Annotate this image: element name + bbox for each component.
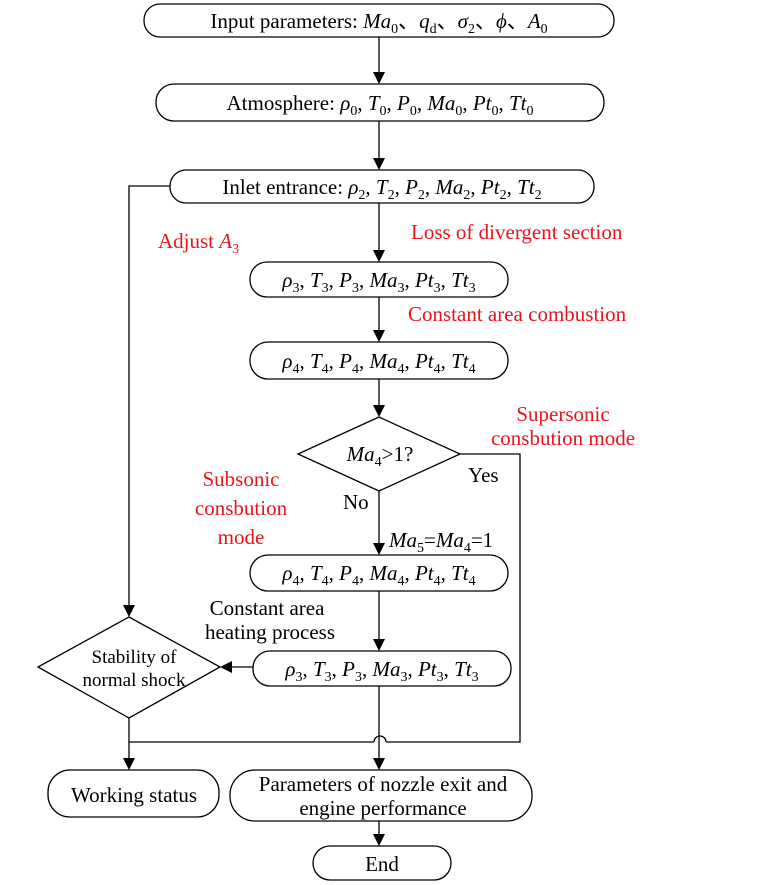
nozzle-text-line2: engine performance bbox=[299, 796, 466, 820]
stability-diamond bbox=[36, 616, 222, 719]
station3-text-lower: ρ3​, T3​, P3​, Ma3​, Pt3​, Tt3​ bbox=[284, 657, 478, 685]
connectors bbox=[123, 37, 521, 846]
ma5-equation-label: Ma5​=Ma4​=1 bbox=[388, 528, 493, 556]
station4-text-lower: ρ4​, T4​, P4​, Ma4​, Pt4​, Tt4​ bbox=[281, 561, 475, 589]
nozzle-box bbox=[229, 769, 533, 822]
stability-text-line2: normal shock bbox=[83, 670, 186, 691]
working-status-box bbox=[47, 769, 220, 818]
subsonic-label-line2: consbution bbox=[195, 496, 288, 520]
subsonic-label-line3: mode bbox=[218, 525, 265, 549]
inlet-entrance-text: Inlet entrance: ρ2​, T2​, P2​, Ma2​, Pt2… bbox=[222, 175, 541, 203]
supersonic-label-line1: Supersonic bbox=[516, 402, 609, 426]
mach-decision-text: Ma4​>1? bbox=[346, 442, 414, 470]
no-label: No bbox=[343, 490, 369, 514]
nozzle-text-line1: Parameters of nozzle exit and bbox=[259, 772, 508, 796]
edge-inlet-adjust-loop bbox=[128, 185, 170, 608]
atmosphere-text: Atmosphere: ρ0​, T0​, P0​, Ma0​, Pt0​, T… bbox=[226, 91, 533, 119]
loss-divergent-label: Loss of divergent section bbox=[411, 220, 623, 244]
yes-label: Yes bbox=[468, 463, 499, 487]
edge-stability-merge bbox=[128, 718, 374, 743]
end-text: End bbox=[365, 852, 399, 876]
input-parameters-text: Input parameters: Ma0​、qd​、σ2​、ϕ、A0​ bbox=[210, 9, 547, 37]
constant-combustion-label: Constant area combustion bbox=[408, 302, 627, 326]
station4-box-lower bbox=[249, 554, 509, 592]
bypass-hop bbox=[373, 735, 387, 743]
mach-decision-diamond bbox=[296, 416, 462, 492]
station3-box-upper bbox=[249, 261, 509, 298]
input-parameters-box bbox=[143, 3, 615, 38]
end-box bbox=[312, 845, 452, 881]
edge-decision-yes bbox=[386, 453, 521, 743]
station3-text-upper: ρ3​, T3​, P3​, Ma3​, Pt3​, Tt3​ bbox=[281, 268, 475, 296]
inlet-entrance-box bbox=[169, 169, 595, 204]
adjust-label: Adjust A3​ bbox=[158, 229, 239, 257]
supersonic-label-line2: consbution mode bbox=[491, 426, 635, 450]
constant-heating-label-line2: heating process bbox=[205, 620, 335, 644]
constant-heating-label-line1: Constant area bbox=[210, 596, 326, 620]
station3-box-lower bbox=[252, 650, 512, 687]
stability-text-line1: Stability of bbox=[92, 647, 178, 668]
atmosphere-box bbox=[155, 83, 605, 122]
station4-box-upper bbox=[249, 341, 509, 380]
subsonic-label-line1: Subsonic bbox=[202, 467, 279, 491]
station4-text-upper: ρ4​, T4​, P4​, Ma4​, Pt4​, Tt4​ bbox=[281, 349, 475, 377]
working-status-text: Working status bbox=[71, 783, 197, 807]
